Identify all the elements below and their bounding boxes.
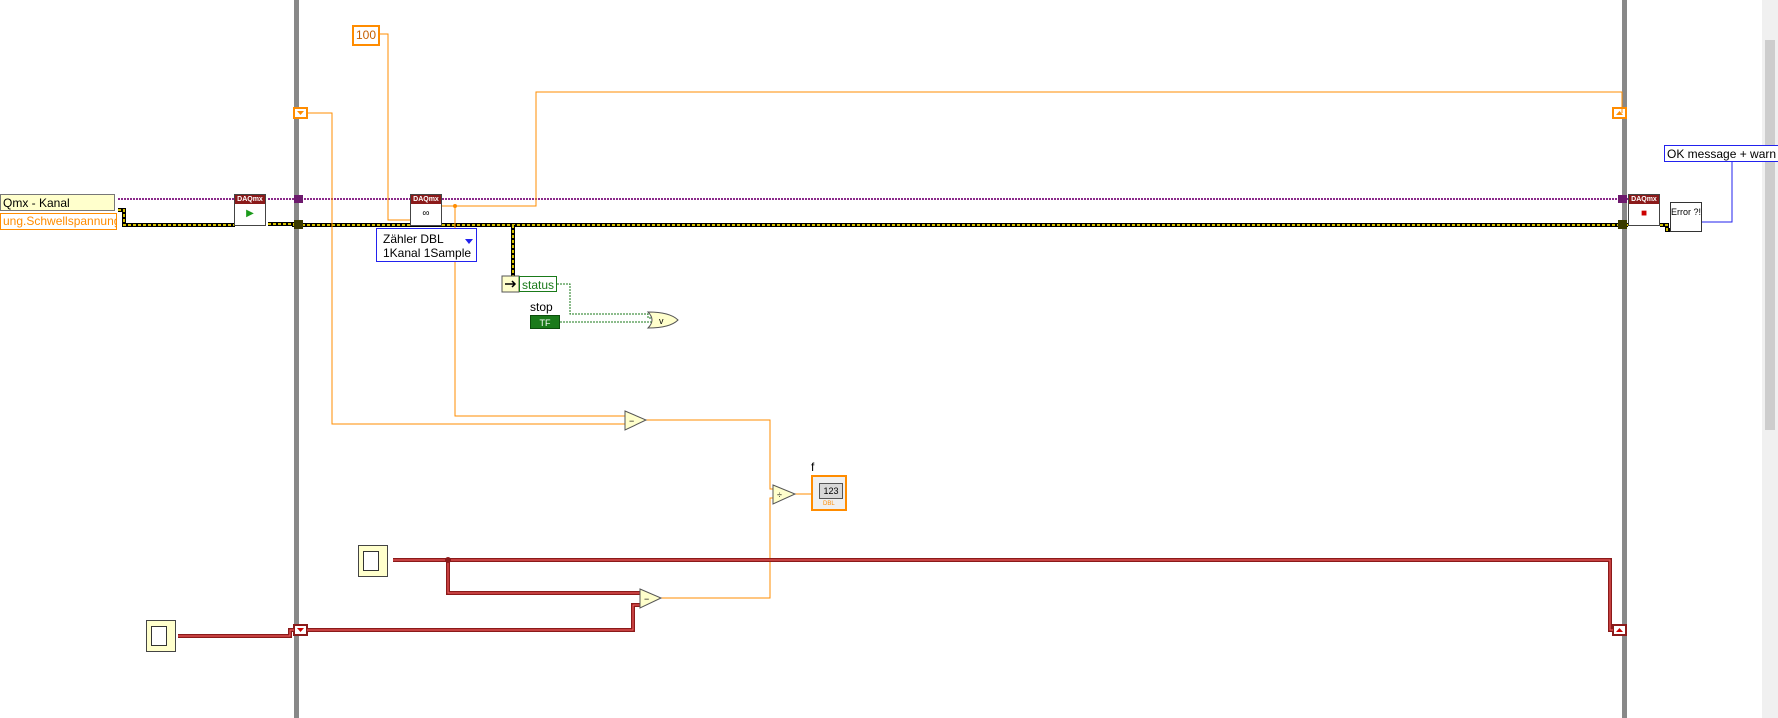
f-type-tag: DBL — [823, 501, 835, 507]
task-tunnel-left[interactable] — [294, 195, 303, 203]
svg-text:−: − — [629, 416, 634, 426]
or-node[interactable] — [646, 311, 679, 329]
daqmx-read-node[interactable]: DAQmx ∞ — [410, 194, 442, 226]
error-message-label: OK message + warn — [1667, 147, 1777, 161]
subtract-node-frequency[interactable] — [624, 410, 648, 431]
f-numeric-indicator[interactable]: 123 DBL — [811, 475, 847, 511]
subtract-to-divide-wire[interactable] — [646, 419, 773, 490]
error-wire[interactable] — [118, 208, 1670, 232]
tick-count-node-outer[interactable] — [146, 620, 176, 652]
daqmx-channel-control[interactable]: Qmx - Kanal — [0, 194, 115, 211]
read-to-subtract-wire[interactable] — [454, 206, 625, 417]
svg-text:÷: ÷ — [777, 490, 782, 500]
wait-constant-100[interactable]: 100 — [352, 25, 380, 46]
daqmx-start-header: DAQmx — [235, 195, 265, 204]
while-loop-left-border[interactable] — [294, 0, 299, 718]
time-diff-to-divide-wire[interactable] — [660, 497, 773, 599]
shift-to-subtract-wire[interactable] — [307, 112, 625, 425]
daqmx-read-header: DAQmx — [411, 195, 441, 204]
timestamp-branch-wire[interactable] — [446, 560, 640, 595]
simple-error-handler-node[interactable]: Error ?! — [1670, 202, 1702, 232]
status-to-or-wire[interactable] — [557, 283, 655, 319]
read-mode-line2: 1Kanal 1Sample — [383, 246, 472, 260]
f-label: f — [811, 460, 815, 474]
read-mode-selector[interactable]: Zähler DBL 1Kanal 1Sample — [376, 228, 477, 262]
glasses-icon: ∞ — [422, 208, 430, 219]
threshold-voltage-control[interactable]: ung.Schwellspannung — [0, 213, 117, 230]
subtract-node-time[interactable] — [639, 588, 663, 609]
stop-label: stop — [530, 300, 553, 314]
f-display: 123 — [819, 483, 843, 499]
status-element: status — [519, 276, 557, 292]
read-mode-line1: Zähler DBL — [383, 232, 444, 246]
divide-node[interactable] — [772, 484, 797, 505]
threshold-control-label: ung.Schwellspannung — [3, 214, 117, 228]
channel-control-label: Qmx - Kanal — [3, 196, 70, 210]
scrollbar-thumb[interactable] — [1765, 40, 1775, 430]
error-tunnel-right[interactable] — [1618, 220, 1627, 229]
clock-icon — [151, 626, 167, 646]
daqmx-clear-header: DAQmx — [1629, 195, 1659, 204]
svg-text:v: v — [659, 316, 664, 326]
svg-text:−: − — [644, 594, 649, 604]
daqmx-clear-task-node[interactable]: DAQmx ■ — [1628, 194, 1660, 226]
error-vi-label: Error ?! — [1671, 207, 1702, 217]
wait-constant-wire[interactable] — [378, 33, 410, 221]
stop-square-icon: ■ — [1640, 208, 1648, 219]
stop-button-terminal[interactable]: TF — [530, 315, 560, 329]
while-loop-right-border[interactable] — [1622, 0, 1627, 718]
read-output-wire[interactable] — [442, 91, 1623, 207]
clock-icon — [363, 551, 379, 571]
error-tunnel-left[interactable] — [294, 220, 303, 229]
error-message-type-constant[interactable]: OK message + warn — [1664, 145, 1778, 162]
task-tunnel-right[interactable] — [1618, 195, 1627, 203]
error-message-wire[interactable] — [1702, 162, 1733, 223]
play-icon: ▶ — [246, 208, 254, 219]
daqmx-start-task-node[interactable]: DAQmx ▶ — [234, 194, 266, 226]
dropdown-arrow-icon[interactable] — [465, 239, 473, 244]
tick-count-node-inner[interactable] — [358, 545, 388, 577]
timestamp-left-wire[interactable] — [178, 603, 640, 638]
